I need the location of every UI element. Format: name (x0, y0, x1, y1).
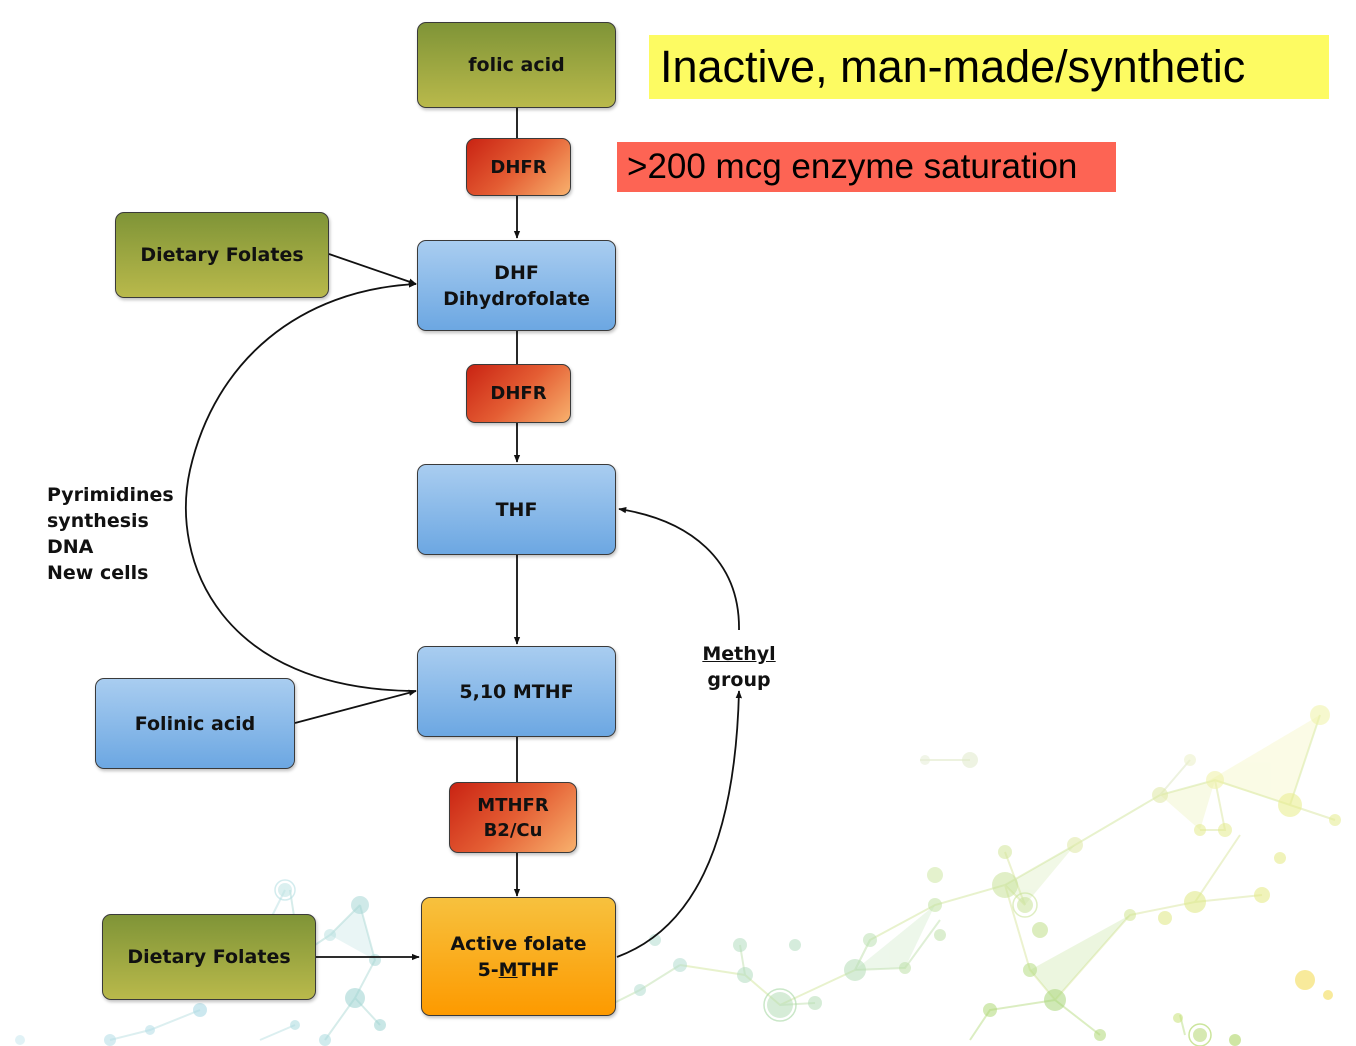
active-folate-abbrev-prefix: 5- (477, 958, 499, 981)
dhfr-label-1: DHFR (490, 156, 547, 178)
methyl-label-line-2: group (707, 669, 771, 691)
folinic-acid-node: Folinic acid (95, 678, 295, 769)
methyl-label-line-1: Methyl (702, 643, 776, 665)
active-folate-abbrev-methyl: M (498, 958, 518, 981)
dhfr-label-2: DHFR (490, 383, 547, 404)
dhf-abbrev: DHF (494, 261, 539, 284)
dietary-folates-bottom-label: Dietary Folates (127, 946, 291, 968)
side-label-line-1: Pyrimidines (47, 484, 174, 506)
thf-node: THF (417, 464, 616, 555)
enzyme-saturation-callout: >200 mcg enzyme saturation (617, 142, 1116, 192)
dietary-folates-top-label: Dietary Folates (140, 244, 304, 266)
arrow-methyl-to-thf (618, 506, 740, 631)
folic-acid-node: folic acid (417, 22, 616, 108)
inactive-synthetic-callout: Inactive, man-made/synthetic (649, 35, 1329, 99)
methyl-group-label: Methyl group (700, 641, 778, 693)
arrow-active-to-methyl (616, 690, 743, 958)
dhfr-enzyme-2: DHFR (466, 364, 571, 423)
mthfr-enzyme: MTHFR B2/Cu (449, 782, 577, 853)
pyrimidines-synthesis-label: Pyrimidines synthesis DNA New cells (47, 482, 174, 586)
mthf-510-label: 5,10 MTHF (459, 680, 574, 703)
mthfr-cofactors: B2/Cu (483, 819, 543, 841)
thf-label: THF (495, 498, 538, 521)
dietary-folates-bottom-node: Dietary Folates (102, 914, 316, 1000)
active-folate-node: Active folate 5-MTHF (421, 897, 616, 1016)
active-folate-abbrev-suffix: THF (517, 958, 560, 981)
arrow-dietary-to-dhf (328, 253, 417, 285)
dhf-fullname: Dihydrofolate (443, 287, 590, 310)
side-label-line-2: synthesis (47, 510, 149, 532)
mthf-510-node: 5,10 MTHF (417, 646, 616, 737)
side-label-line-3: DNA (47, 536, 94, 558)
side-label-line-4: New cells (47, 562, 149, 584)
arrow-folinic-to-510mthf (294, 689, 417, 724)
dhfr-enzyme-1: DHFR (466, 138, 571, 196)
folinic-acid-label: Folinic acid (134, 712, 256, 735)
mthfr-label: MTHFR (477, 794, 549, 816)
dietary-folates-top-node: Dietary Folates (115, 212, 329, 298)
arrow-510mthf-to-dhf-cycle (185, 281, 417, 692)
active-folate-label: Active folate (450, 932, 587, 955)
active-folate-abbrev: 5-MTHF (478, 957, 560, 983)
folic-acid-label: folic acid (468, 54, 565, 76)
dhf-node: DHF Dihydrofolate (417, 240, 616, 331)
